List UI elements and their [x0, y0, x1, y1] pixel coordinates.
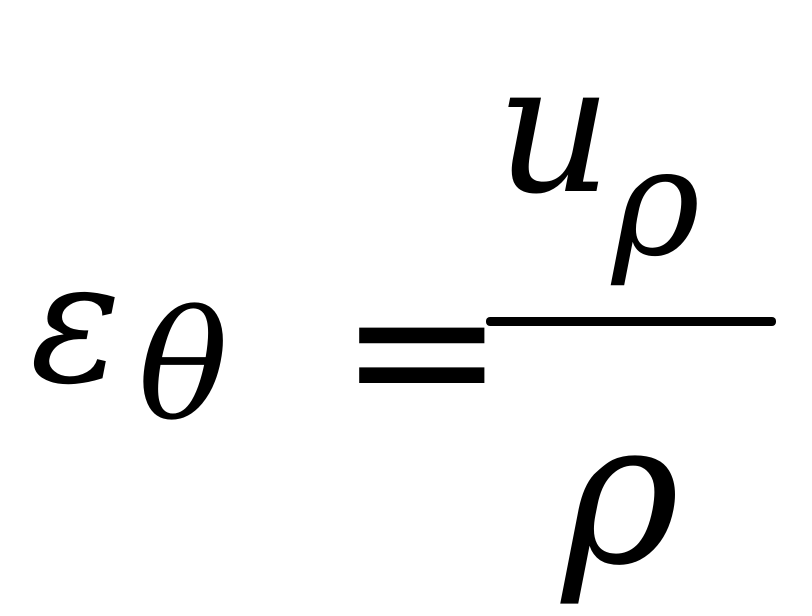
numerator-u-symbol: u	[496, 25, 612, 234]
theta-subscript: θ	[138, 280, 229, 454]
equals-sign: =	[338, 233, 506, 466]
numerator-rho-subscript: ρ	[612, 116, 701, 290]
denominator-rho: ρ	[562, 377, 680, 610]
epsilon-symbol: ε	[30, 224, 122, 422]
fraction-bar	[486, 317, 776, 326]
